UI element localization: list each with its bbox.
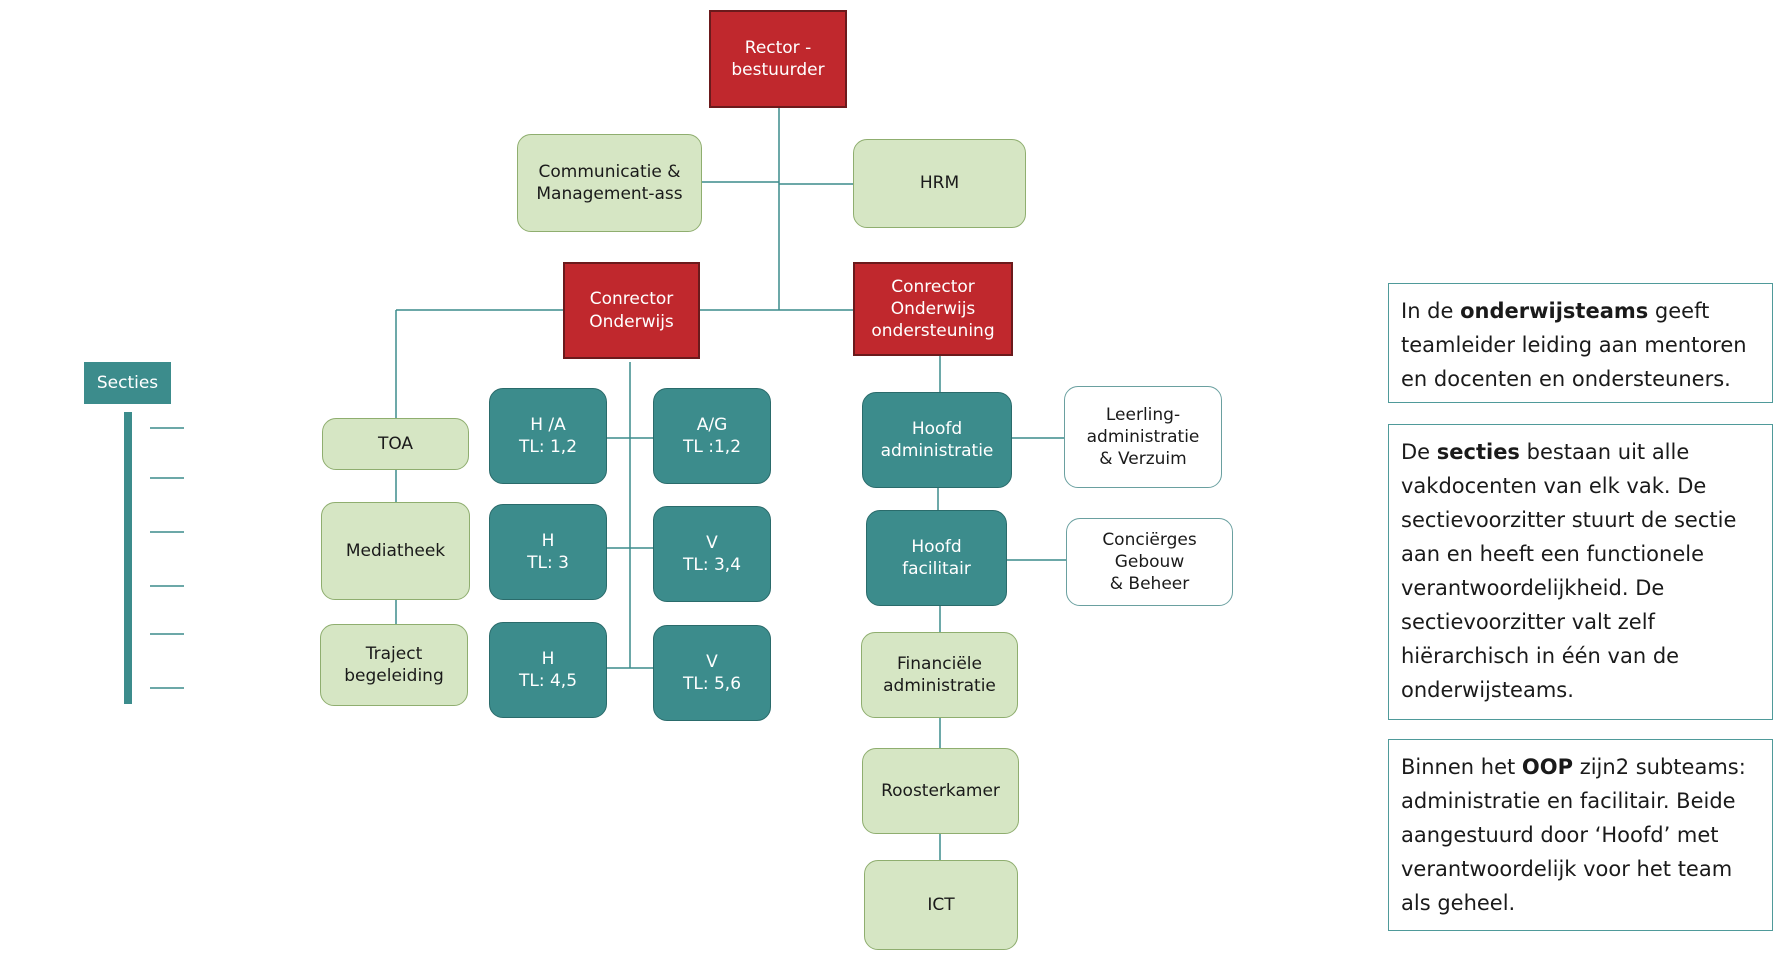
conrector-ondersteuning-line-1: Conrector xyxy=(891,276,975,297)
ict-label: ICT xyxy=(927,894,955,915)
financiele-administratie-box: Financiële administratie xyxy=(861,632,1018,718)
team-v56-line-1: V xyxy=(706,651,718,672)
team-h45-box: H TL: 4,5 xyxy=(489,622,607,718)
mediatheek-label: Mediatheek xyxy=(345,540,446,561)
hrm-box: HRM xyxy=(853,139,1026,228)
leerling-line-3: & Verzuim xyxy=(1099,449,1187,470)
team-ag-line-2: TL :1,2 xyxy=(682,437,742,457)
team-h3-box: H TL: 3 xyxy=(489,504,607,600)
team-h3-line-1: H xyxy=(541,530,555,551)
secties-label: Secties xyxy=(84,362,171,404)
hoofd-admin-line-1: Hoofd xyxy=(911,418,963,439)
communicatie-line-1: Communicatie & xyxy=(538,161,681,182)
concierges-box: Conciërges Gebouw & Beheer xyxy=(1066,518,1233,606)
leerling-line-2: administratie xyxy=(1086,426,1200,447)
conrector-ondersteuning-box: Conrector Onderwijs ondersteuning xyxy=(853,262,1013,356)
rector-box: Rector - bestuurder xyxy=(709,10,847,108)
team-ag-box: A/G TL :1,2 xyxy=(653,388,771,484)
roosterkamer-label: Roosterkamer xyxy=(881,780,1000,801)
note-oop: Binnen het OOP zijn2 subteams: administr… xyxy=(1388,739,1773,931)
note-2-pre: De xyxy=(1401,440,1437,464)
team-v34-box: V TL: 3,4 xyxy=(653,506,771,602)
team-ha-line-1: H /A xyxy=(530,414,566,435)
note-1-pre: In de xyxy=(1401,299,1461,323)
team-v56-box: V TL: 5,6 xyxy=(653,625,771,721)
team-ag-line-1: A/G xyxy=(696,414,728,435)
concierges-line-2: Gebouw xyxy=(1114,551,1185,572)
leerling-administratie-box: Leerling- administratie & Verzuim xyxy=(1064,386,1222,488)
hoofd-admin-line-2: administratie xyxy=(880,441,994,461)
communicatie-box: Communicatie & Management-ass xyxy=(517,134,702,232)
note-2-post: bestaan uit alle vakdocenten van elk vak… xyxy=(1401,440,1737,702)
concierges-line-1: Conciërges xyxy=(1102,529,1197,550)
rector-line-1: Rector - xyxy=(744,37,812,58)
note-1-post: geeft teamleider leiding aan mentoren en… xyxy=(1401,299,1747,391)
financiele-line-1: Financiële xyxy=(897,653,982,674)
financiele-line-2: administratie xyxy=(883,676,996,696)
note-1-bold: onderwijsteams xyxy=(1460,299,1649,323)
team-h3-line-2: TL: 3 xyxy=(527,553,569,573)
team-v34-line-1: V xyxy=(706,532,718,553)
rector-line-2: bestuurder xyxy=(731,60,825,80)
hoofd-facilitair-box: Hoofd facilitair xyxy=(866,510,1007,606)
team-ha-line-2: TL: 1,2 xyxy=(518,437,578,457)
toa-label: TOA xyxy=(377,433,414,454)
traject-line-2: begeleiding xyxy=(344,666,444,686)
traject-begeleiding-box: Traject begeleiding xyxy=(320,624,468,706)
team-h45-line-2: TL: 4,5 xyxy=(518,671,578,691)
hoofd-facilitair-line-2: facilitair xyxy=(902,559,971,579)
roosterkamer-box: Roosterkamer xyxy=(862,748,1019,834)
hrm-label: HRM xyxy=(919,173,960,194)
note-onderwijsteams: In de onderwijsteams geeft teamleider le… xyxy=(1388,283,1773,403)
concierges-line-3: & Beheer xyxy=(1109,574,1190,595)
hoofd-facilitair-line-1: Hoofd xyxy=(911,536,962,557)
conrector-onderwijs-line-2: Onderwijs xyxy=(589,311,674,332)
note-3-pre: Binnen het xyxy=(1401,755,1522,779)
conrector-ondersteuning-line-3: ondersteuning xyxy=(871,321,995,342)
ict-box: ICT xyxy=(864,860,1018,950)
team-ha-box: H /A TL: 1,2 xyxy=(489,388,607,484)
note-secties: De secties bestaan uit alle vakdocenten … xyxy=(1388,424,1773,720)
note-3-post: zijn2 subteams: administratie en facilit… xyxy=(1401,755,1746,915)
conrector-onderwijs-line-1: Conrector xyxy=(589,289,674,310)
note-2-bold: secties xyxy=(1436,440,1520,464)
conrector-ondersteuning-line-2: Onderwijs xyxy=(890,298,976,319)
traject-line-1: Traject xyxy=(365,643,423,664)
leerling-line-1: Leerling- xyxy=(1105,404,1181,425)
hoofd-administratie-box: Hoofd administratie xyxy=(862,392,1012,488)
note-3-bold: OOP xyxy=(1521,755,1574,779)
mediatheek-box: Mediatheek xyxy=(321,502,470,600)
conrector-onderwijs-box: Conrector Onderwijs xyxy=(563,262,700,359)
team-v56-line-2: TL: 5,6 xyxy=(682,674,742,694)
team-v34-line-2: TL: 3,4 xyxy=(682,555,742,575)
toa-box: TOA xyxy=(322,418,469,470)
communicatie-line-2: Management-ass xyxy=(536,184,683,204)
team-h45-line-1: H xyxy=(541,648,555,669)
